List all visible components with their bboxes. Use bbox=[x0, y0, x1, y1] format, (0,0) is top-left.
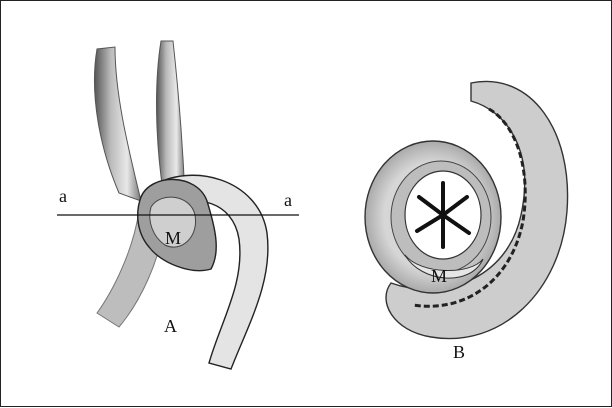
panel-b-drawing bbox=[365, 81, 568, 338]
panel-a-label: A bbox=[164, 317, 177, 335]
panel-b-structure-label: M bbox=[431, 267, 447, 285]
panel-a-drawing bbox=[57, 41, 299, 369]
panel-b-label: B bbox=[453, 343, 465, 361]
panel-a-structure-label: M bbox=[165, 229, 181, 247]
section-label-left: a bbox=[59, 187, 67, 205]
left-tube bbox=[94, 47, 141, 201]
right-tube bbox=[157, 41, 185, 197]
section-label-right: a bbox=[284, 191, 292, 209]
